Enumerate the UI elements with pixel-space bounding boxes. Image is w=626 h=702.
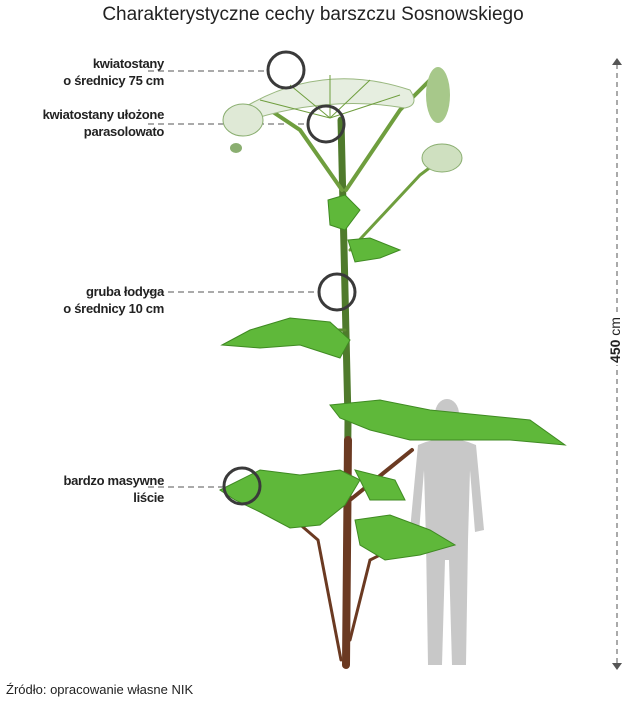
annotation-line: kwiatostany (92, 56, 164, 71)
annotation-line: gruba łodyga (85, 284, 164, 299)
page-title: Charakterystyczne cechy barszczu Sosnows… (102, 4, 524, 25)
annotation-line: o średnicy 10 cm (63, 301, 164, 316)
height-unit: cm (607, 317, 623, 336)
height-value: 450 (607, 339, 623, 363)
annotation-line: parasolowato (83, 124, 165, 139)
height-label: 450 cm (607, 315, 626, 365)
annotation-umbel: kwiatostany ułożone parasolowato (42, 106, 165, 140)
annotation-line: liście (133, 490, 164, 505)
highlight-circle-leaf (222, 466, 262, 506)
highlight-circle-inflorescence (266, 50, 306, 90)
highlight-circle-stem (317, 272, 357, 312)
annotation-leaves: bardzo masywne liście (63, 472, 164, 506)
annotation-line: kwiatostany ułożone (42, 107, 165, 122)
source-note: Źródło: opracowanie własne NIK (6, 682, 194, 697)
annotation-line: o średnicy 75 cm (63, 73, 164, 88)
leaves (219, 194, 567, 561)
annotation-inflorescence-size: kwiatostany o średnicy 75 cm (63, 55, 164, 89)
annotation-stem: gruba łodyga o średnicy 10 cm (63, 283, 164, 317)
highlight-circle-umbel (306, 104, 346, 144)
stem (238, 78, 442, 669)
annotation-line: bardzo masywne (63, 473, 164, 488)
